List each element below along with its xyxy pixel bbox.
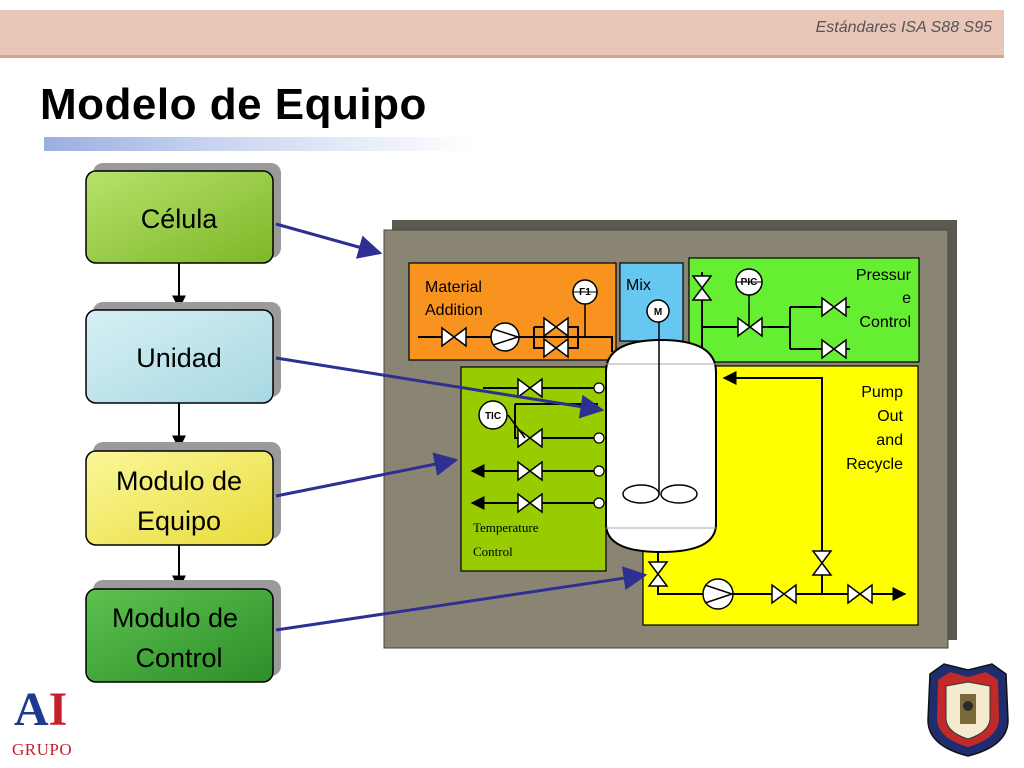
- pump-line2: Out: [877, 408, 903, 425]
- svg-text:M: M: [654, 307, 662, 318]
- mix-label: Mix: [626, 277, 651, 294]
- level-celula-label: Célula: [141, 204, 219, 234]
- top-band-line: [0, 55, 1004, 58]
- level-unidad[interactable]: Unidad: [85, 302, 281, 404]
- pump-icon: [490, 322, 521, 352]
- logo-letter-a: A: [14, 683, 49, 736]
- agitator-icon: [622, 484, 698, 504]
- ai-grupo-logo: AI GRUPO: [12, 683, 94, 760]
- level-modulo-control-line2: Control: [135, 643, 222, 673]
- pressure-control-module[interactable]: Pressur e Control PIC: [688, 257, 920, 363]
- pump-icon: [702, 578, 735, 610]
- header-note: Estándares ISA S88 S95: [815, 19, 992, 36]
- flow-indicator-f1: F1: [572, 279, 598, 305]
- motor-icon: M: [646, 299, 670, 323]
- material-addition-line2: Addition: [425, 302, 483, 319]
- valve-icon: [441, 326, 467, 348]
- material-addition-line1: Material: [425, 279, 482, 296]
- pressure-line3: Control: [859, 314, 911, 331]
- level-modulo-equipo[interactable]: Modulo de Equipo: [85, 442, 281, 546]
- svg-text:TIC: TIC: [485, 411, 501, 422]
- top-band: [0, 10, 1004, 58]
- page-title: Modelo de Equipo: [40, 80, 427, 129]
- level-modulo-equipo-line1: Modulo de: [116, 466, 242, 496]
- title-underline: [44, 137, 474, 151]
- temperature-line1: Temperature: [473, 520, 539, 535]
- valve-icon: [543, 316, 569, 359]
- logo-letter-i: I: [48, 683, 68, 736]
- pressure-line1: Pressur: [856, 267, 912, 284]
- valve-icon: [647, 550, 873, 605]
- pressure-indicator-pic: PIC: [735, 268, 763, 296]
- valve-icon: [517, 377, 543, 514]
- material-addition-module[interactable]: Material Addition F1: [408, 262, 617, 361]
- mapping-arrows: [275, 222, 648, 632]
- temperature-line2: Control: [473, 544, 513, 559]
- pump-line1: Pump: [861, 384, 903, 401]
- level-modulo-control-line1: Modulo de: [112, 603, 238, 633]
- level-unidad-label: Unidad: [136, 343, 222, 373]
- valve-icon: [691, 275, 713, 301]
- logo-grupo: GRUPO: [12, 740, 73, 759]
- level-celula[interactable]: Célula: [85, 163, 281, 264]
- level-modulo-control[interactable]: Modulo de Control: [85, 580, 281, 683]
- svg-text:F1: F1: [579, 287, 591, 298]
- university-seal-icon: [927, 663, 1009, 757]
- valve-icon: [737, 296, 847, 360]
- mix-module[interactable]: Mix M: [619, 262, 684, 342]
- reactor-vessel[interactable]: [605, 322, 717, 554]
- temperature-indicator-tic: TIC: [478, 400, 508, 430]
- pump-line4: Recycle: [846, 456, 903, 473]
- pressure-line2: e: [902, 290, 911, 307]
- level-modulo-equipo-line2: Equipo: [137, 506, 221, 536]
- pump-line3: and: [876, 432, 903, 449]
- svg-text:PIC: PIC: [741, 277, 758, 288]
